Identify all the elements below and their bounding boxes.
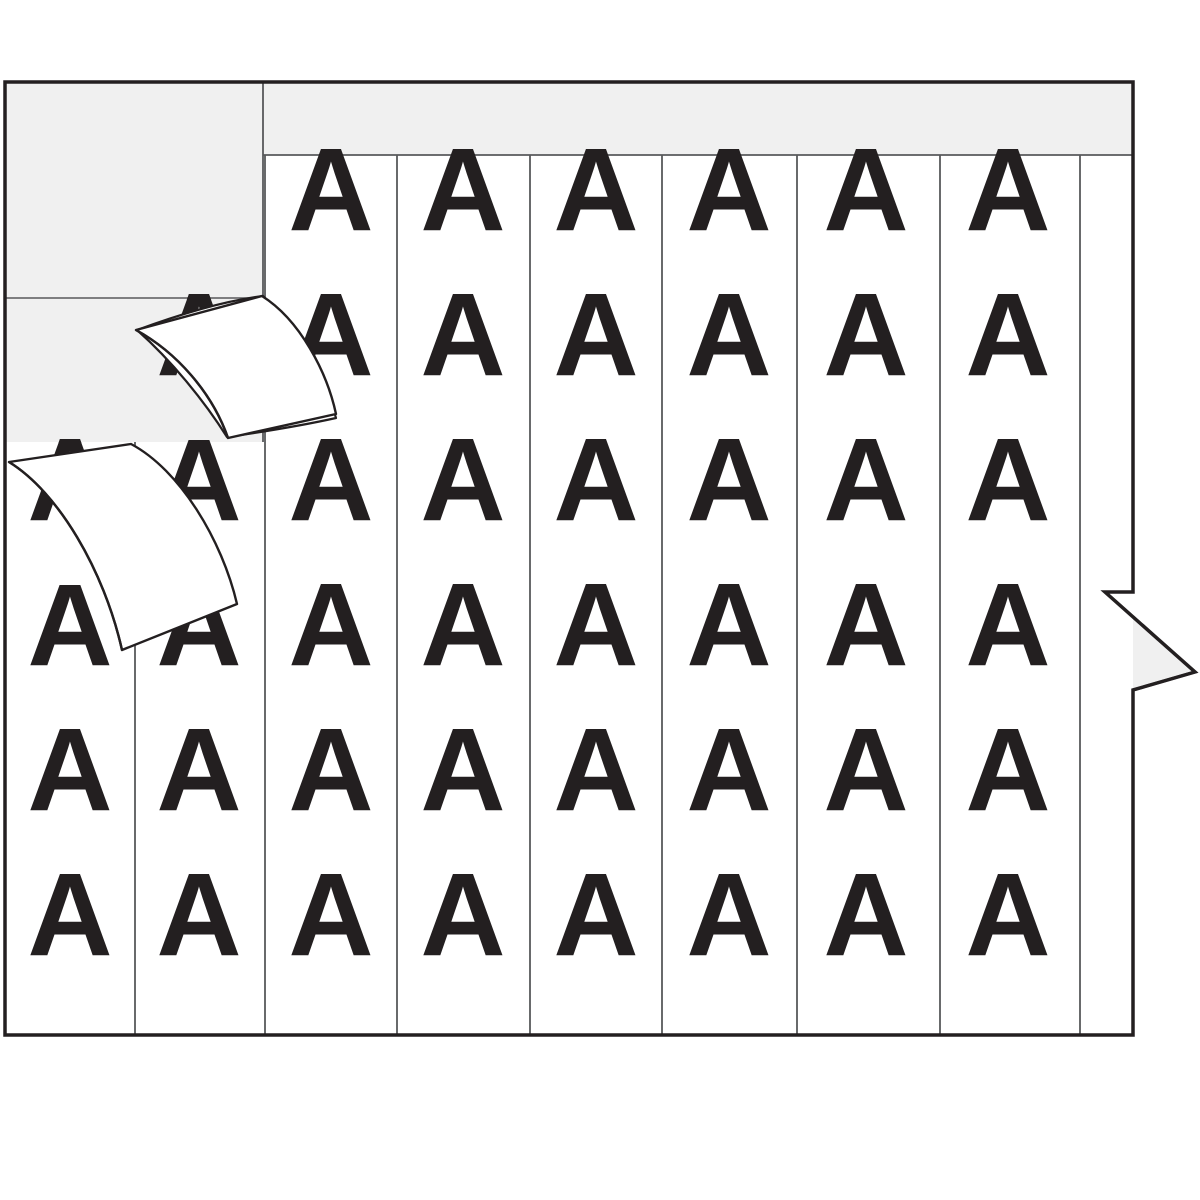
label-cell[interactable]: A (686, 414, 771, 546)
label-cell[interactable]: A (420, 269, 505, 401)
label-cell[interactable]: A (965, 124, 1050, 256)
label-cell[interactable]: A (823, 269, 908, 401)
label-cell[interactable]: A (156, 704, 241, 836)
backing-bottom-band (5, 1035, 1133, 1090)
label-cell[interactable]: A (553, 849, 638, 981)
label-cell[interactable]: A (553, 269, 638, 401)
label-cell[interactable]: A (420, 559, 505, 691)
label-cell[interactable]: A (420, 704, 505, 836)
label-cell[interactable]: A (156, 849, 241, 981)
label-cell[interactable]: A (823, 559, 908, 691)
label-column-5[interactable]: A A A A A A (553, 124, 638, 981)
label-cell[interactable]: A (823, 849, 908, 981)
peeled-label-upper-detail[interactable] (134, 294, 338, 440)
label-cell[interactable]: A (965, 704, 1050, 836)
peeled-label-upper-curl-edge (135, 328, 230, 439)
backing-top-band (5, 82, 1133, 155)
peeled-label-lower-curl-edge (8, 460, 124, 651)
label-column-6[interactable]: A A A A A A (686, 124, 771, 981)
label-cell[interactable]: A (553, 559, 638, 691)
label-cell[interactable]: A (553, 704, 638, 836)
label-cell[interactable]: A (823, 704, 908, 836)
label-cell[interactable]: A (27, 849, 112, 981)
label-cell[interactable]: A (823, 124, 908, 256)
label-column-3[interactable]: A A A A A A (288, 124, 373, 981)
label-cell[interactable]: A (965, 414, 1050, 546)
label-cell[interactable]: A (420, 124, 505, 256)
label-cell[interactable]: A (420, 849, 505, 981)
peeled-label-lower[interactable] (7, 442, 239, 652)
label-cell[interactable]: A (686, 269, 771, 401)
label-cell[interactable]: A (965, 269, 1050, 401)
label-cell[interactable]: A (27, 704, 112, 836)
label-column-8[interactable]: A A A A A A (965, 124, 1050, 981)
label-cell[interactable]: A (823, 414, 908, 546)
column-separators (134, 155, 1081, 1035)
label-cell[interactable]: A (553, 124, 638, 256)
label-cell[interactable]: A (420, 414, 505, 546)
label-cell[interactable]: A (686, 704, 771, 836)
label-column-7[interactable]: A A A A A A (823, 124, 908, 981)
label-cell[interactable]: A (288, 704, 373, 836)
label-cell[interactable]: A (686, 124, 771, 256)
label-cell[interactable]: A (686, 559, 771, 691)
sheet-outline-path (3, 80, 1199, 1037)
label-cell[interactable]: A (288, 559, 373, 691)
letter-grid: A A A A A A A A A A A A A A A (27, 124, 1050, 981)
label-cell[interactable]: A (553, 414, 638, 546)
label-cell[interactable]: A (965, 559, 1050, 691)
label-column-4[interactable]: A A A A A A (420, 124, 505, 981)
label-cell[interactable]: A (288, 124, 373, 256)
label-cell[interactable]: A (288, 414, 373, 546)
label-cell[interactable]: A (965, 849, 1050, 981)
sheet-outline (3, 80, 1199, 1037)
label-cell[interactable]: A (686, 849, 771, 981)
label-cell[interactable]: A (288, 849, 373, 981)
